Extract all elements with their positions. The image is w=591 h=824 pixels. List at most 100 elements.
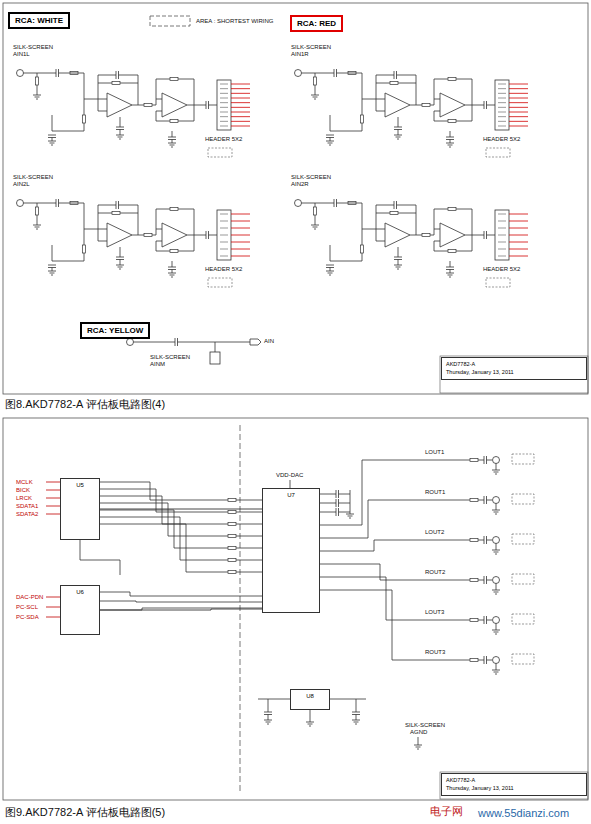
wire	[172, 261, 173, 267]
wire	[509, 107, 528, 108]
area-mark	[486, 278, 510, 287]
schematic-label: AGND	[410, 729, 427, 736]
wire	[434, 209, 448, 229]
resistor-symbol	[83, 245, 86, 253]
schematic-label: ROUT2	[425, 569, 445, 576]
wire	[264, 712, 272, 713]
wire	[59, 203, 108, 229]
wire	[484, 101, 485, 109]
wire	[496, 504, 497, 511]
wire	[178, 79, 194, 105]
schematic-label: DAC-PDN	[16, 594, 43, 601]
wire	[336, 490, 337, 498]
wire	[119, 205, 139, 213]
wire	[311, 95, 319, 96]
node-text: RCA: WHITE	[15, 16, 63, 25]
wire	[48, 265, 56, 266]
wire	[496, 624, 497, 631]
schematic-label: www.55dianzi.com	[478, 807, 569, 819]
wire	[448, 145, 453, 146]
wire	[33, 225, 41, 226]
wire	[494, 672, 499, 673]
wire	[334, 69, 335, 77]
wire	[350, 490, 351, 514]
wire	[509, 242, 528, 243]
wire	[315, 85, 316, 95]
resistor-symbol	[170, 78, 178, 81]
input-channel	[17, 199, 251, 277]
wire	[37, 203, 38, 207]
wire	[220, 116, 228, 117]
wire	[220, 112, 228, 113]
wire	[465, 105, 484, 106]
schematic-label: AIN2L	[13, 181, 30, 188]
wire	[484, 616, 485, 624]
wire	[100, 517, 228, 560]
schematic-label: AIN1L	[13, 51, 30, 58]
resistor-symbol	[36, 207, 39, 215]
wire	[46, 482, 60, 483]
wire	[258, 699, 290, 700]
wire	[336, 508, 337, 516]
opamp-symbol	[107, 93, 132, 117]
node-text: RCA: RED	[297, 19, 336, 28]
sheet-border	[3, 3, 588, 394]
wire	[120, 117, 121, 127]
schematic-label: PC-SDA	[16, 614, 39, 621]
wire	[48, 271, 56, 272]
wire	[220, 98, 228, 99]
wire	[394, 135, 402, 136]
wire	[178, 235, 194, 251]
wire	[320, 494, 336, 495]
wire	[352, 712, 360, 713]
wire	[434, 241, 448, 251]
wire	[498, 228, 506, 229]
wire	[329, 275, 331, 276]
ic-chip: U8	[290, 689, 330, 710]
wire	[56, 199, 57, 207]
wire	[231, 98, 250, 99]
rca-jack-symbol	[493, 657, 500, 664]
wire	[478, 580, 484, 581]
wire	[498, 112, 506, 113]
wire	[220, 235, 228, 236]
wire	[172, 131, 173, 137]
wire	[152, 99, 162, 105]
legend-swatch	[150, 16, 190, 26]
wire	[398, 117, 399, 127]
wire	[236, 536, 262, 537]
wire	[410, 105, 422, 106]
rca-jack-symbol	[493, 617, 500, 624]
wire	[330, 253, 362, 261]
schematic-label: HEADER 5X2	[205, 266, 242, 273]
opamp-symbol	[162, 223, 187, 247]
wire	[509, 221, 528, 222]
wire	[509, 93, 528, 94]
wire	[492, 590, 500, 591]
wire	[509, 112, 528, 113]
wire	[478, 500, 484, 501]
figure-caption: 图8.AKD7782-A 评估板电路图(4)	[5, 397, 165, 412]
wire	[98, 75, 116, 83]
wire	[330, 115, 331, 131]
resistor-symbol	[228, 499, 236, 502]
wire	[336, 499, 337, 507]
wire	[172, 270, 173, 274]
schematic-label: AIN1R	[291, 51, 309, 58]
wire	[509, 121, 528, 122]
wire	[498, 256, 506, 257]
wire	[495, 554, 497, 555]
schematic-label: AIN2R	[291, 181, 309, 188]
wire	[487, 580, 493, 581]
wire	[51, 275, 53, 276]
wire	[450, 140, 451, 144]
wire	[118, 137, 123, 138]
wire	[492, 470, 500, 471]
opamp-symbol	[385, 93, 410, 117]
sheet-border	[3, 418, 588, 800]
wire	[376, 83, 390, 111]
area-mark	[512, 494, 534, 504]
wire	[309, 726, 311, 727]
wire	[487, 500, 493, 501]
header-symbol	[217, 80, 231, 130]
